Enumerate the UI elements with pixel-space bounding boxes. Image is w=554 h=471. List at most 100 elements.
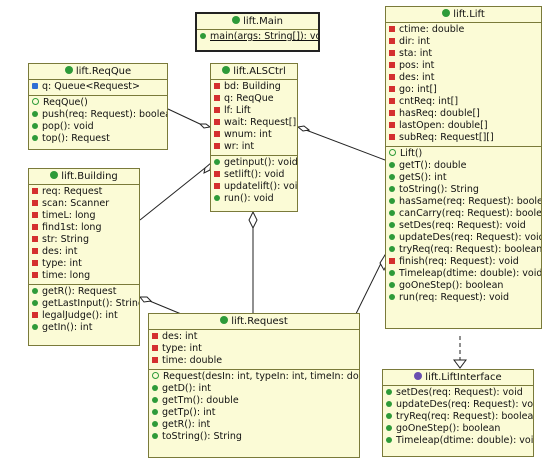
private-field-icon <box>389 37 395 44</box>
public-method-icon <box>32 323 38 330</box>
class-reqque[interactable]: lift.ReqQue q: Queue<Request> ReqQue() p… <box>28 63 168 150</box>
public-method-icon <box>389 293 395 300</box>
public-method-icon <box>389 197 395 204</box>
private-method-icon <box>214 170 220 177</box>
public-method-icon <box>389 269 395 276</box>
public-method-icon <box>152 408 158 415</box>
aggregation-diamond <box>198 123 212 129</box>
interface-liftinterface[interactable]: lift.LiftInterface setDes(req: Request):… <box>382 369 534 457</box>
private-field-icon <box>32 211 38 218</box>
interface-icon <box>414 372 423 380</box>
class-request[interactable]: lift.Request des: int type: int time: do… <box>148 313 360 458</box>
private-field-icon <box>32 247 38 254</box>
class-header: lift.Request <box>149 314 359 330</box>
private-field-icon <box>214 130 220 137</box>
methods-section: getinput(): void setlift(): void updatel… <box>211 155 297 207</box>
private-field-icon <box>389 49 395 56</box>
class-building[interactable]: lift.Building req: Request scan: Scanner… <box>28 168 140 346</box>
fields-section: ctime: double dir: int sta: int pos: int… <box>386 23 541 146</box>
private-field-icon <box>152 344 158 351</box>
public-method-icon <box>200 32 206 39</box>
private-field-icon <box>32 271 38 278</box>
private-field-icon <box>389 121 395 128</box>
private-field-icon <box>32 259 38 266</box>
public-method-icon <box>32 299 38 306</box>
class-lift[interactable]: lift.Lift ctime: double dir: int sta: in… <box>385 6 542 329</box>
public-method-icon <box>389 209 395 216</box>
class-icon <box>232 16 241 24</box>
private-field-icon <box>389 73 395 80</box>
private-field-icon <box>152 356 158 363</box>
private-field-icon <box>32 187 38 194</box>
methods-section: Lift() getT(): double getS(): int toStri… <box>386 146 541 306</box>
aggregation-diamond <box>248 210 258 230</box>
public-method-icon <box>389 161 395 168</box>
public-method-icon <box>386 436 392 443</box>
aggregation-diamond <box>138 296 153 303</box>
alsctrl-lift-line <box>297 126 386 161</box>
private-field-icon <box>389 109 395 116</box>
methods-section: getR(): Request getLastInput(): String l… <box>29 284 139 336</box>
private-field-icon <box>214 118 220 125</box>
class-main[interactable]: lift.Main main(args: String[]): void <box>195 12 320 52</box>
public-method-icon <box>389 281 395 288</box>
class-icon <box>50 171 59 179</box>
private-field-icon <box>214 106 220 113</box>
class-header: lift.Main <box>197 14 318 30</box>
constructor-icon <box>152 372 159 379</box>
public-method-icon <box>389 221 395 228</box>
class-header: lift.ReqQue <box>29 64 167 80</box>
fields-section: q: Queue<Request> <box>29 80 167 95</box>
realization-arrow <box>453 359 467 369</box>
class-alsctrl[interactable]: lift.ALSCtrl bd: Building q: ReqQue lf: … <box>210 63 298 212</box>
building-alsctrl-line <box>139 167 206 221</box>
class-header: lift.ALSCtrl <box>211 64 297 80</box>
public-method-icon <box>32 287 38 294</box>
public-method-icon <box>386 412 392 419</box>
public-method-icon <box>152 420 158 427</box>
field-icon <box>32 82 38 89</box>
reqque-alsctrl-line <box>167 108 201 125</box>
public-method-icon <box>389 233 395 240</box>
class-icon <box>220 316 229 324</box>
public-method-icon <box>389 185 395 192</box>
public-method-icon <box>152 396 158 403</box>
public-method-icon <box>386 424 392 431</box>
private-field-icon <box>214 94 220 101</box>
private-field-icon <box>152 332 158 339</box>
private-field-icon <box>32 235 38 242</box>
class-header: lift.Lift <box>386 7 541 23</box>
public-method-icon <box>32 134 38 141</box>
public-method-icon <box>386 388 392 395</box>
private-field-icon <box>214 82 220 89</box>
class-header: lift.LiftInterface <box>383 370 533 386</box>
methods-section: ReqQue() push(req: Request): boolean pop… <box>29 95 167 147</box>
public-method-icon <box>214 194 220 201</box>
methods-section: Request(desIn: int, typeIn: int, timeIn:… <box>149 369 359 445</box>
private-field-icon <box>32 199 38 206</box>
public-method-icon <box>389 173 395 180</box>
private-field-icon <box>389 25 395 32</box>
public-method-icon <box>386 400 392 407</box>
public-method-icon <box>152 432 158 439</box>
public-method-icon <box>152 384 158 391</box>
fields-section: bd: Building q: ReqQue lf: Lift wait: Re… <box>211 80 297 155</box>
private-method-icon <box>214 182 220 189</box>
public-method-icon <box>214 158 220 165</box>
public-method-icon <box>32 122 38 129</box>
private-method-icon <box>32 311 38 318</box>
private-field-icon <box>389 133 395 140</box>
class-icon <box>222 66 231 74</box>
fields-section: req: Request scan: Scanner timeL: long f… <box>29 185 139 284</box>
private-field-icon <box>214 142 220 149</box>
fields-section: des: int type: int time: double <box>149 330 359 369</box>
private-field-icon <box>389 85 395 92</box>
private-field-icon <box>389 61 395 68</box>
aggregation-diamond <box>296 125 311 132</box>
class-icon <box>442 9 451 17</box>
private-method-icon <box>389 257 395 264</box>
class-header: lift.Building <box>29 169 139 185</box>
constructor-icon <box>389 149 396 156</box>
methods-section: main(args: String[]): void <box>197 30 318 45</box>
public-method-icon <box>32 110 38 117</box>
